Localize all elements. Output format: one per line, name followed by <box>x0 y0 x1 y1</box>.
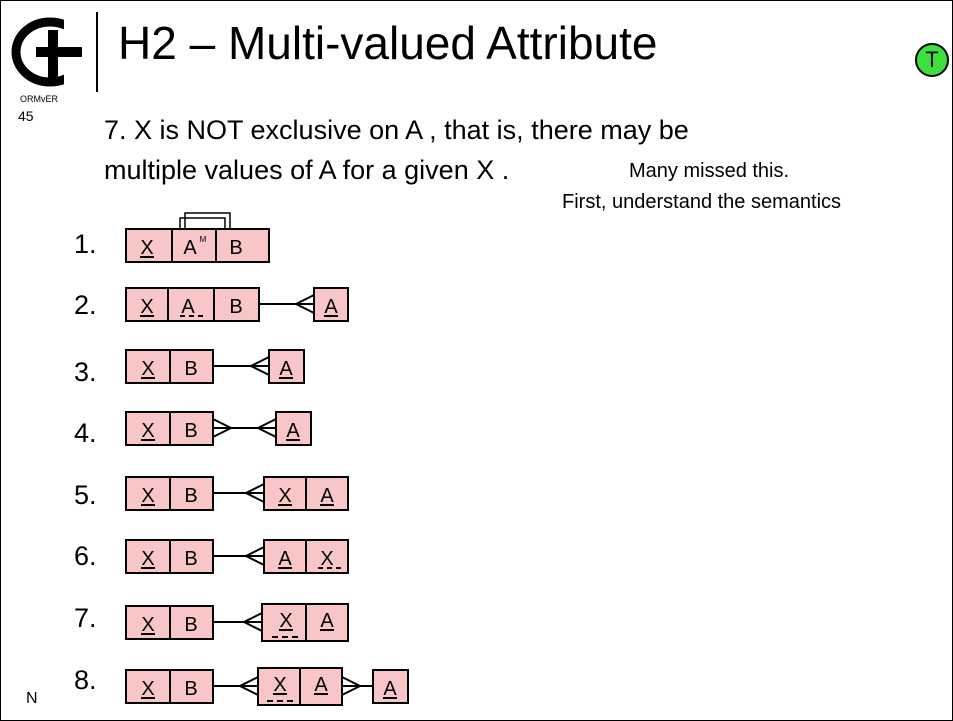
option-1-table: X A M B <box>125 212 270 263</box>
option-7-diagram: X B X A <box>125 603 349 642</box>
option-8-cell-b: B <box>184 678 197 700</box>
statement-line-2: multiple values of A for a given X . <box>104 155 510 185</box>
option-6-cell-x: X <box>141 548 154 570</box>
option-number-4: 4. <box>74 418 97 448</box>
option-7-right-a: A <box>320 610 334 632</box>
page-number: 45 <box>18 108 34 124</box>
option-5-diagram: X B X A <box>125 476 349 511</box>
option-5-right-a: A <box>320 485 334 507</box>
option-8-mid-a: A <box>314 674 328 696</box>
option-7-right-x: X <box>279 610 292 632</box>
option-1-cell-b: B <box>229 237 242 259</box>
option-6-diagram: X B A X <box>125 539 349 574</box>
option-6-right-a: A <box>278 548 292 570</box>
option-6-cell-b: B <box>184 548 197 570</box>
slide-title: H2 – Multi-valued Attribute <box>118 17 658 69</box>
option-4-right-a: A <box>286 420 300 442</box>
problem-statement: 7. X is NOT exclusive on A , that is, th… <box>104 110 689 190</box>
logo-icon <box>11 17 94 87</box>
option-number-6: 6. <box>74 541 97 571</box>
option-8-diagram: X B X A A <box>125 667 409 706</box>
option-2-diagram: X A B A <box>125 287 349 322</box>
option-number-1: 1. <box>74 229 97 259</box>
corner-mark: N <box>26 690 38 707</box>
option-1-cell-x: X <box>140 237 153 259</box>
option-5-cell-x: X <box>141 485 154 507</box>
statement-line-1: 7. X is NOT exclusive on A , that is, th… <box>104 115 689 145</box>
option-number-7: 7. <box>74 603 97 633</box>
option-number-5: 5. <box>74 480 97 510</box>
option-4-diagram: X B A <box>125 411 312 446</box>
option-2-right-a: A <box>324 296 338 318</box>
option-3-cell-x: X <box>141 358 154 380</box>
note-semantics: First, understand the semantics <box>562 191 842 213</box>
option-number-3: 3. <box>74 357 97 387</box>
option-2-cell-a: A <box>181 296 195 318</box>
option-2-cell-b: B <box>229 296 242 318</box>
option-6-right-x: X <box>320 548 333 570</box>
option-1-superscript: M <box>200 235 207 244</box>
option-3-diagram: X B A <box>125 349 305 384</box>
option-8-right-a: A <box>383 678 397 700</box>
option-4-cell-x: X <box>141 420 154 442</box>
logo-divider <box>96 12 98 92</box>
option-3-right-a: A <box>279 358 293 380</box>
option-5-right-x: X <box>278 485 291 507</box>
option-5-cell-b: B <box>184 485 197 507</box>
option-number-2: 2. <box>74 290 97 320</box>
option-7-cell-x: X <box>141 614 154 636</box>
option-7-cell-b: B <box>184 614 197 636</box>
logo-subtitle: ORMvER <box>20 94 58 104</box>
option-1-cell-a: A <box>183 237 197 259</box>
note-missed: Many missed this. <box>629 160 790 182</box>
option-8-cell-x: X <box>141 678 154 700</box>
option-4-cell-b: B <box>184 420 197 442</box>
option-2-cell-x: X <box>140 296 153 318</box>
option-3-cell-b: B <box>184 358 197 380</box>
t-badge: T <box>915 43 949 77</box>
option-number-8: 8. <box>74 665 97 695</box>
option-8-mid-x: X <box>273 674 286 696</box>
